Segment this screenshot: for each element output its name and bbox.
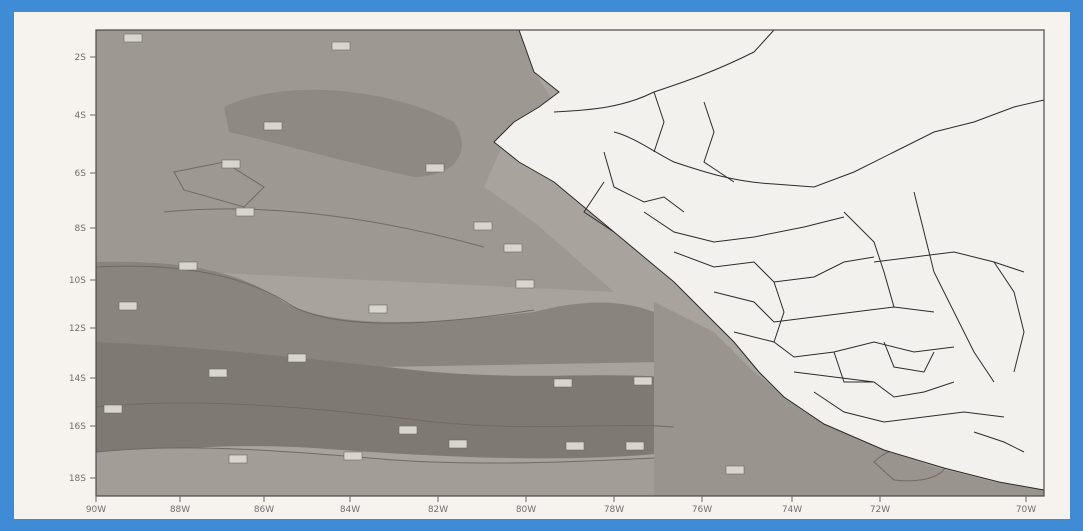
ocean-band-south bbox=[96, 342, 674, 459]
land-mass bbox=[493, 29, 1045, 491]
contour-line bbox=[95, 402, 675, 428]
lat-label: 4S bbox=[75, 111, 87, 121]
lon-label: 72W bbox=[870, 505, 890, 515]
lon-label: 84W bbox=[340, 505, 360, 515]
lat-label: 14S bbox=[69, 374, 86, 384]
lat-label: 12S bbox=[69, 324, 86, 334]
lon-label: 82W bbox=[428, 505, 448, 515]
lon-label: 90W bbox=[86, 505, 106, 515]
latitude-axis: 2S 4S 6S 8S 10S 12S 14S 16S 18S bbox=[69, 53, 96, 484]
contour-line bbox=[95, 447, 655, 464]
lon-label: 86W bbox=[254, 505, 274, 515]
contour-line bbox=[163, 208, 485, 248]
map-page: 2S 4S 6S 8S 10S 12S 14S 16S 18S bbox=[14, 12, 1070, 519]
lon-label: 70W bbox=[1016, 505, 1036, 515]
lon-label: 76W bbox=[692, 505, 712, 515]
plot-border bbox=[95, 29, 1045, 497]
lon-label: 78W bbox=[604, 505, 624, 515]
political-boundaries bbox=[553, 29, 1045, 453]
lon-label: 74W bbox=[782, 505, 802, 515]
lon-label: 80W bbox=[516, 505, 536, 515]
lat-label: 6S bbox=[75, 169, 87, 179]
lat-label: 2S bbox=[75, 53, 87, 63]
contour-line bbox=[173, 161, 265, 208]
lat-label: 18S bbox=[69, 474, 86, 484]
lat-label: 16S bbox=[69, 422, 86, 432]
ocean-band-middle bbox=[96, 261, 664, 372]
ocean-band-coastal bbox=[654, 302, 1044, 496]
sea-surface-map: 2S 4S 6S 8S 10S 12S 14S 16S 18S bbox=[69, 29, 1045, 515]
ocean-band-north-patch bbox=[224, 89, 462, 177]
lon-label: 88W bbox=[170, 505, 190, 515]
contour-label-boxes bbox=[103, 33, 745, 475]
lat-label: 10S bbox=[69, 276, 86, 286]
lat-label: 8S bbox=[75, 224, 87, 234]
longitude-axis: 90W 88W 86W 84W 82W 80W 78W 76W 74W 72W … bbox=[86, 496, 1036, 515]
